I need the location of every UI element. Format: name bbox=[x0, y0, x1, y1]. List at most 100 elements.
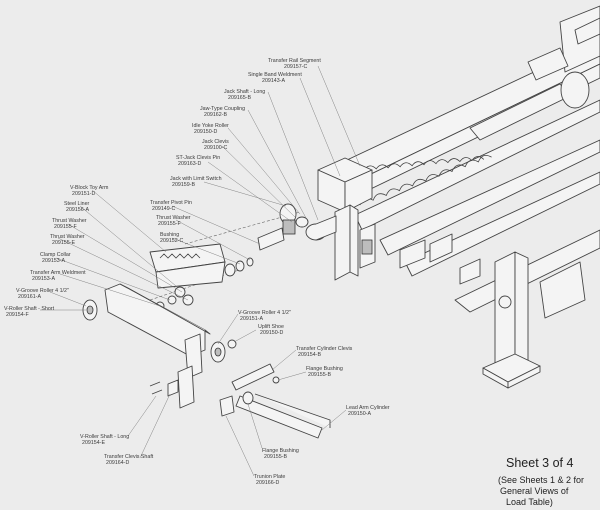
callout-part: 209159-B bbox=[172, 182, 195, 188]
callout-name: Transfer Rail Segment bbox=[268, 58, 321, 64]
callout-part: 209157-C bbox=[284, 64, 307, 70]
callout-name: V-Roller Shaft - Short bbox=[4, 306, 55, 312]
callout-part: 209150-D bbox=[260, 330, 283, 336]
callout-part: 209156-A bbox=[66, 207, 89, 213]
svg-text:209155-F: 209155-F bbox=[54, 224, 77, 230]
callout-name: Single Band Weldment bbox=[248, 72, 302, 78]
svg-text:Jack Shaft - Long: Jack Shaft - Long bbox=[224, 89, 265, 95]
svg-text:V-Groove Roller 4 1/2": V-Groove Roller 4 1/2" bbox=[238, 310, 291, 316]
transfer-cylinder-clevis bbox=[231, 363, 275, 391]
svg-text:Trunion Plate: Trunion Plate bbox=[254, 474, 285, 480]
callout-part: 209150-D bbox=[194, 129, 217, 135]
callout-name: V-Roller Shaft - Long bbox=[80, 434, 129, 440]
svg-text:209159-B: 209159-B bbox=[172, 182, 195, 188]
sheet-info: Sheet 3 of 4 (See Sheets 1 & 2 for Gener… bbox=[498, 456, 584, 507]
svg-text:209152-C: 209152-C bbox=[160, 238, 183, 244]
svg-text:209151-A: 209151-A bbox=[240, 316, 263, 322]
callout-name: Flange Bushing bbox=[262, 448, 299, 454]
callout-name: Flange Bushing bbox=[306, 366, 343, 372]
leader-lines bbox=[40, 65, 361, 477]
callout-name: Steel Liner bbox=[64, 201, 90, 207]
callout-name: Uplift Shoe bbox=[258, 324, 284, 330]
svg-text:Jaw-Type Coupling: Jaw-Type Coupling bbox=[200, 106, 245, 112]
callout-part: 209151-A bbox=[240, 316, 263, 322]
callout-part: 209164-D bbox=[106, 460, 129, 466]
svg-text:Idle Yoke Roller: Idle Yoke Roller bbox=[192, 123, 229, 129]
svg-text:Lead Arm Cylinder: Lead Arm Cylinder bbox=[346, 405, 390, 411]
callout-name: V-Groove Roller 4 1/2" bbox=[16, 288, 69, 294]
callout-name: Trunion Plate bbox=[254, 474, 285, 480]
callout-part: 209162-B bbox=[204, 112, 227, 118]
svg-text:Single Band Weldment: Single Band Weldment bbox=[248, 72, 302, 78]
svg-text:209163-D: 209163-D bbox=[178, 161, 201, 167]
callout-part: 209165-B bbox=[228, 95, 251, 101]
svg-text:209153-A: 209153-A bbox=[32, 276, 55, 282]
callout-name: Transfer Pivot Pin bbox=[150, 200, 192, 206]
callout-labels: Transfer Rail Segment 209157-C Single Ba… bbox=[4, 58, 390, 486]
callout-part: 209150-A bbox=[348, 411, 371, 417]
sheet-note-line-1: (See Sheets 1 & 2 for bbox=[498, 475, 584, 485]
svg-text:Thrust Washer: Thrust Washer bbox=[50, 234, 85, 240]
svg-text:209151-D: 209151-D bbox=[72, 191, 95, 197]
callout-part: 209155-F bbox=[158, 221, 181, 227]
callout-part: 209154-B bbox=[298, 352, 321, 358]
callout-part: 209166-D bbox=[256, 480, 279, 486]
callout-name: Transfer Cylinder Clevis bbox=[296, 346, 353, 352]
callout-part: 209155-B bbox=[264, 454, 287, 460]
svg-text:209156-A: 209156-A bbox=[66, 207, 89, 213]
svg-text:209150-D: 209150-D bbox=[260, 330, 283, 336]
callout-name: Transfer Clevis Shaft bbox=[104, 454, 154, 460]
svg-text:209153-A: 209153-A bbox=[42, 258, 65, 264]
svg-text:Transfer Pivot Pin: Transfer Pivot Pin bbox=[150, 200, 192, 206]
svg-text:209162-B: 209162-B bbox=[204, 112, 227, 118]
svg-text:Transfer Rail Segment: Transfer Rail Segment bbox=[268, 58, 321, 64]
svg-text:ST-Jack Clevis Pin: ST-Jack Clevis Pin bbox=[176, 155, 220, 161]
callout-part: 209155-F bbox=[54, 224, 77, 230]
svg-text:Thrust Washer: Thrust Washer bbox=[156, 215, 191, 221]
callout-name: Clamp Collar bbox=[40, 252, 71, 258]
svg-text:209161-A: 209161-A bbox=[18, 294, 41, 300]
svg-text:Thrust Washer: Thrust Washer bbox=[52, 218, 87, 224]
callout-name: Lead Arm Cylinder bbox=[346, 405, 390, 411]
lead-arm-cylinder bbox=[235, 395, 323, 439]
callout-name: ST-Jack Clevis Pin bbox=[176, 155, 220, 161]
callout-name: Transfer Arm Weldment bbox=[30, 270, 86, 276]
svg-text:V-Block Toy Arm: V-Block Toy Arm bbox=[70, 185, 109, 191]
callout-part: 209143-A bbox=[262, 78, 285, 84]
svg-text:V-Roller Shaft - Long: V-Roller Shaft - Long bbox=[80, 434, 129, 440]
callout-part: 209151-D bbox=[72, 191, 95, 197]
svg-text:209166-D: 209166-D bbox=[256, 480, 279, 486]
svg-text:V-Roller Shaft - Short: V-Roller Shaft - Short bbox=[4, 306, 55, 312]
svg-text:Jack Clevis: Jack Clevis bbox=[202, 139, 229, 145]
callout-name: Jack Clevis bbox=[202, 139, 229, 145]
svg-text:Transfer Clevis Shaft: Transfer Clevis Shaft bbox=[104, 454, 154, 460]
svg-text:209155-E: 209155-E bbox=[52, 240, 75, 246]
svg-text:209165-B: 209165-B bbox=[228, 95, 251, 101]
callout-name: Idle Yoke Roller bbox=[192, 123, 229, 129]
svg-text:209164-D: 209164-D bbox=[106, 460, 129, 466]
svg-text:209149-C: 209149-C bbox=[152, 206, 175, 212]
callout-name: Jack Shaft - Long bbox=[224, 89, 265, 95]
callout-part: 209154-F bbox=[6, 312, 29, 318]
svg-text:209150-D: 209150-D bbox=[194, 129, 217, 135]
callout-part: 209100-C bbox=[204, 145, 227, 151]
svg-text:Flange Bushing: Flange Bushing bbox=[262, 448, 299, 454]
svg-text:V-Groove Roller 4 1/2": V-Groove Roller 4 1/2" bbox=[16, 288, 69, 294]
callout-part: 209161-A bbox=[18, 294, 41, 300]
callout-part: 209153-A bbox=[42, 258, 65, 264]
callout-name: Thrust Washer bbox=[50, 234, 85, 240]
svg-text:209100-C: 209100-C bbox=[204, 145, 227, 151]
svg-text:209154-E: 209154-E bbox=[82, 440, 105, 446]
callout-part: 209149-C bbox=[152, 206, 175, 212]
svg-text:Uplift Shoe: Uplift Shoe bbox=[258, 324, 284, 330]
svg-text:209155-F: 209155-F bbox=[158, 221, 181, 227]
svg-text:Jack with Limit Switch: Jack with Limit Switch bbox=[170, 176, 222, 182]
callout-name: V-Block Toy Arm bbox=[70, 185, 109, 191]
svg-text:Bushing: Bushing bbox=[160, 232, 179, 238]
svg-text:209157-C: 209157-C bbox=[284, 64, 307, 70]
callout-name: Thrust Washer bbox=[156, 215, 191, 221]
svg-text:Steel Liner: Steel Liner bbox=[64, 201, 90, 207]
callout-name: V-Groove Roller 4 1/2" bbox=[238, 310, 291, 316]
svg-text:209150-A: 209150-A bbox=[348, 411, 371, 417]
